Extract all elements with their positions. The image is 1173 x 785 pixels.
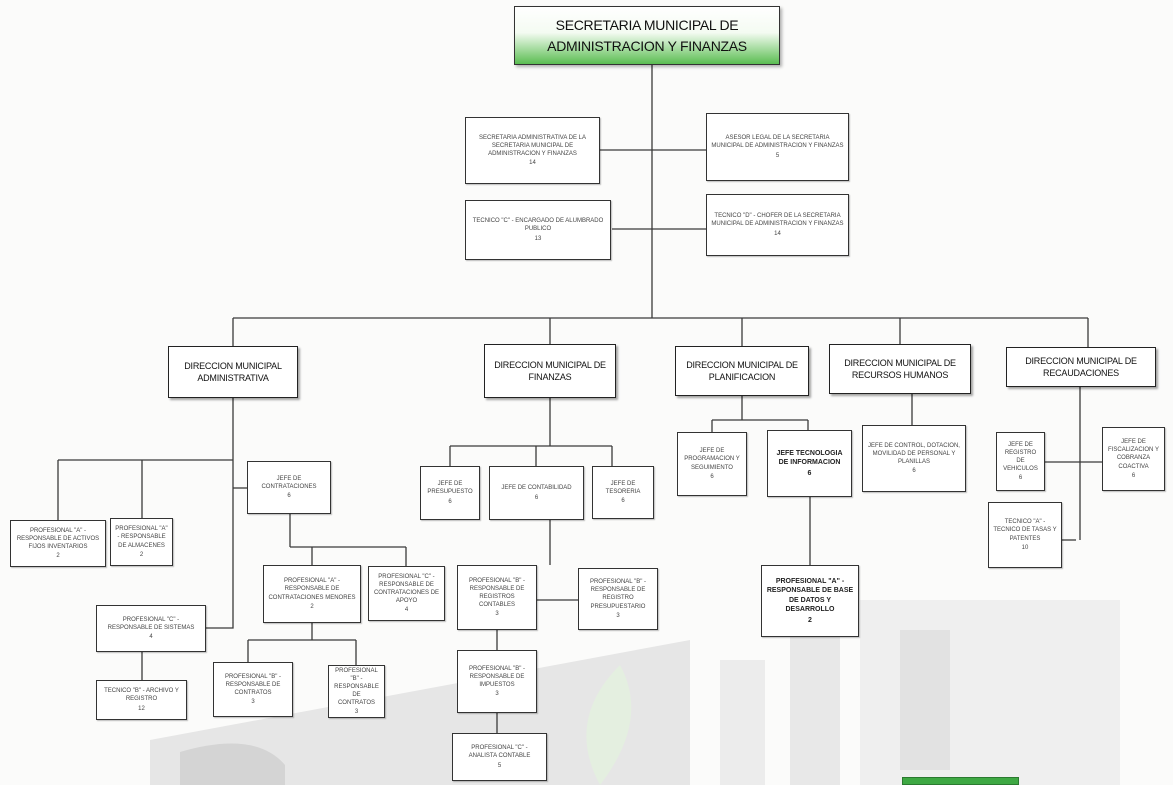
box-text: PROFESIONAL "B" - RESPONSABLE DE CONTRAT…: [224, 673, 282, 696]
box-text: PROFESIONAL "C" - RESPONSABLE DE SISTEMA…: [107, 616, 195, 631]
box-tecnico-tasas-patentes: TECNICO "A" - TECNICO DE TASAS Y PATENTE…: [988, 502, 1062, 568]
box-jefe-contrataciones: JEFE DE CONTRATACIONES 6: [247, 461, 331, 514]
box-text: JEFE TECNOLOGIA DE INFORMACION: [776, 449, 843, 467]
box-secretaria-administrativa: SECRETARIA ADMINISTRATIVA DE LA SECRETAR…: [465, 117, 600, 184]
directorate-label: DIRECCION MUNICIPAL ADMINISTRATIVA: [184, 360, 282, 383]
box-text: JEFE DE PROGRAMACION Y SEGUIMIENTO: [684, 448, 740, 471]
directorate-label: DIRECCION MUNICIPAL DE FINANZAS: [494, 359, 606, 382]
box-text: TECNICO "B" - ARCHIVO Y REGISTRO: [104, 688, 179, 703]
box-text: ASESOR LEGAL DE LA SECRETARIA MUNICIPAL …: [711, 135, 844, 150]
box-prof-analista-contable: PROFESIONAL "C" - ANALISTA CONTABLE 5: [452, 733, 547, 781]
box-code: 2: [56, 553, 60, 560]
box-text: SECRETARIA ADMINISTRATIVA DE LA SECRETAR…: [478, 134, 587, 157]
box-code: 3: [354, 709, 359, 716]
box-code: 3: [495, 611, 499, 618]
box-text: PROFESIONAL "B" - RESPONSABLE DE CONTRAT…: [334, 667, 379, 707]
box-jefe-presupuesto: JEFE DE PRESUPUESTO 6: [420, 466, 480, 520]
top-title-line1: SECRETARIA MUNICIPAL DE: [555, 16, 739, 33]
box-code: 14: [774, 230, 781, 237]
box-code: 6: [1018, 475, 1023, 482]
box-code: 6: [621, 498, 625, 505]
box-tecnico-c-alumbrado: TECNICO "C" - ENCARGADO DE ALUMBRADO PUB…: [465, 200, 611, 260]
box-prof-contratos-b: PROFESIONAL "B" - RESPONSABLE DE CONTRAT…: [328, 665, 385, 718]
box-text: TECNICO "C" - ENCARGADO DE ALUMBRADO PUB…: [472, 218, 604, 233]
directorate-rrhh: DIRECCION MUNICIPAL DE RECURSOS HUMANOS: [829, 344, 971, 394]
box-code: 4: [149, 634, 153, 641]
box-text: PROFESIONAL "C" - ANALISTA CONTABLE: [468, 745, 531, 760]
box-prof-apoyo: PROFESIONAL "C" - RESPONSABLE DE CONTRAT…: [368, 566, 445, 621]
box-text: JEFE DE TESORERIA: [605, 480, 641, 495]
box-text: JEFE DE REGISTRO DE VEHICULOS: [1003, 441, 1038, 473]
box-code: 6: [1131, 472, 1136, 479]
box-code: 2: [310, 603, 314, 610]
box-text: JEFE DE CONTABILIDAD: [501, 485, 572, 492]
box-tecnico-archivo: TECNICO "B" - ARCHIVO Y REGISTRO 12: [96, 680, 187, 720]
box-text: JEFE DE CONTROL, DOTACION, MOVILIDAD DE …: [868, 442, 960, 465]
box-code: 2: [139, 551, 144, 558]
box-jefe-fiscalizacion: JEFE DE FISCALIZACION Y COBRANZA COACTIV…: [1102, 427, 1165, 491]
box-text: JEFE DE CONTRATACIONES: [261, 475, 317, 490]
directorate-recaudaciones: DIRECCION MUNICIPAL DE RECAUDACIONES: [1006, 347, 1156, 387]
box-jefe-programacion: JEFE DE PROGRAMACION Y SEGUIMIENTO 6: [677, 432, 747, 496]
box-text: TECNICO "D" - CHOFER DE LA SECRETARIA MU…: [711, 213, 844, 228]
box-text: PROFESIONAL "B" - RESPONSABLE DE REGISTR…: [589, 579, 647, 610]
box-text: PROFESIONAL "A" - RESPONSABLE DE ALMACEN…: [115, 526, 168, 549]
box-prof-contratos-a: PROFESIONAL "B" - RESPONSABLE DE CONTRAT…: [213, 662, 293, 717]
box-code: 4: [404, 607, 409, 614]
box-code: 6: [287, 493, 291, 500]
top-box-secretaria: SECRETARIA MUNICIPAL DE ADMINISTRACION Y…: [514, 6, 780, 65]
box-text: PROFESIONAL "A" - RESPONSABLE DE ACTIVOS…: [16, 527, 100, 550]
directorate-finanzas: DIRECCION MUNICIPAL DE FINANZAS: [484, 344, 616, 398]
box-asesor-legal: ASESOR LEGAL DE LA SECRETARIA MUNICIPAL …: [706, 113, 849, 181]
box-jefe-registro-vehiculos: JEFE DE REGISTRO DE VEHICULOS 6: [996, 432, 1045, 491]
box-text: PROFESIONAL "A" - RESPONSABLE DE CONTRAT…: [268, 578, 356, 601]
box-prof-registro-presupuestario: PROFESIONAL "B" - RESPONSABLE DE REGISTR…: [578, 568, 658, 630]
box-code: 6: [710, 473, 714, 480]
box-code: 6: [807, 469, 812, 477]
directorate-label: DIRECCION MUNICIPAL DE RECURSOS HUMANOS: [844, 357, 956, 380]
box-code: 3: [616, 612, 620, 619]
box-code: 5: [775, 152, 780, 159]
directorate-administrativa: DIRECCION MUNICIPAL ADMINISTRATIVA: [168, 346, 298, 398]
box-text: PROFESIONAL "A" - RESPONSABLE DE BASE DE…: [766, 577, 854, 614]
box-code: 13: [534, 235, 542, 242]
box-prof-contrataciones-menores: PROFESIONAL "A" - RESPONSABLE DE CONTRAT…: [263, 565, 361, 623]
box-code: 3: [495, 691, 499, 698]
box-jefe-contabilidad: JEFE DE CONTABILIDAD 6: [489, 466, 584, 520]
box-prof-registros-contables: PROFESIONAL "B" - RESPONSABLE DE REGISTR…: [457, 565, 537, 630]
box-prof-inventarios: PROFESIONAL "A" - RESPONSABLE DE ACTIVOS…: [10, 520, 106, 567]
box-prof-impuestos: PROFESIONAL "B" - RESPONSABLE DE IMPUEST…: [457, 650, 537, 713]
box-prof-base-datos: PROFESIONAL "A" - RESPONSABLE DE BASE DE…: [761, 565, 859, 637]
box-code: 12: [138, 705, 145, 712]
box-code: 14: [529, 160, 536, 167]
box-text: TECNICO "A" - TECNICO DE TASAS Y PATENTE…: [993, 519, 1057, 542]
box-prof-almacenes: PROFESIONAL "A" - RESPONSABLE DE ALMACEN…: [110, 518, 173, 566]
box-jefe-tesoreria: JEFE DE TESORERIA 6: [592, 466, 654, 519]
box-text: JEFE DE FISCALIZACION Y COBRANZA COACTIV…: [1108, 439, 1159, 470]
box-jefe-control-planillas: JEFE DE CONTROL, DOTACION, MOVILIDAD DE …: [862, 425, 966, 492]
box-text: PROFESIONAL "B" - RESPONSABLE DE REGISTR…: [468, 577, 526, 609]
box-text: JEFE DE PRESUPUESTO: [427, 481, 473, 496]
box-text: PROFESIONAL "B" - RESPONSABLE DE IMPUEST…: [468, 665, 526, 688]
directorate-planificacion: DIRECCION MUNICIPAL DE PLANIFICACION: [675, 346, 809, 396]
box-prof-sistemas: PROFESIONAL "C" - RESPONSABLE DE SISTEMA…: [96, 605, 206, 652]
directorate-label: DIRECCION MUNICIPAL DE RECAUDACIONES: [1025, 355, 1137, 378]
box-code: 10: [1021, 544, 1029, 551]
box-code: 3: [251, 699, 255, 706]
box-code: 6: [448, 498, 452, 505]
box-code: 6: [912, 468, 916, 475]
green-badge: [902, 777, 1019, 785]
box-code: 2: [808, 616, 812, 624]
box-code: 6: [534, 494, 539, 501]
box-jefe-tecnologia: JEFE TECNOLOGIA DE INFORMACION 6: [767, 430, 852, 497]
box-tecnico-d-chofer: TECNICO "D" - CHOFER DE LA SECRETARIA MU…: [706, 194, 849, 256]
box-text: PROFESIONAL "C" - RESPONSABLE DE CONTRAT…: [373, 573, 440, 605]
box-code: 5: [497, 762, 502, 769]
directorate-label: DIRECCION MUNICIPAL DE PLANIFICACION: [686, 359, 798, 382]
top-title-line2: ADMINISTRACION Y FINANZAS: [547, 37, 747, 54]
